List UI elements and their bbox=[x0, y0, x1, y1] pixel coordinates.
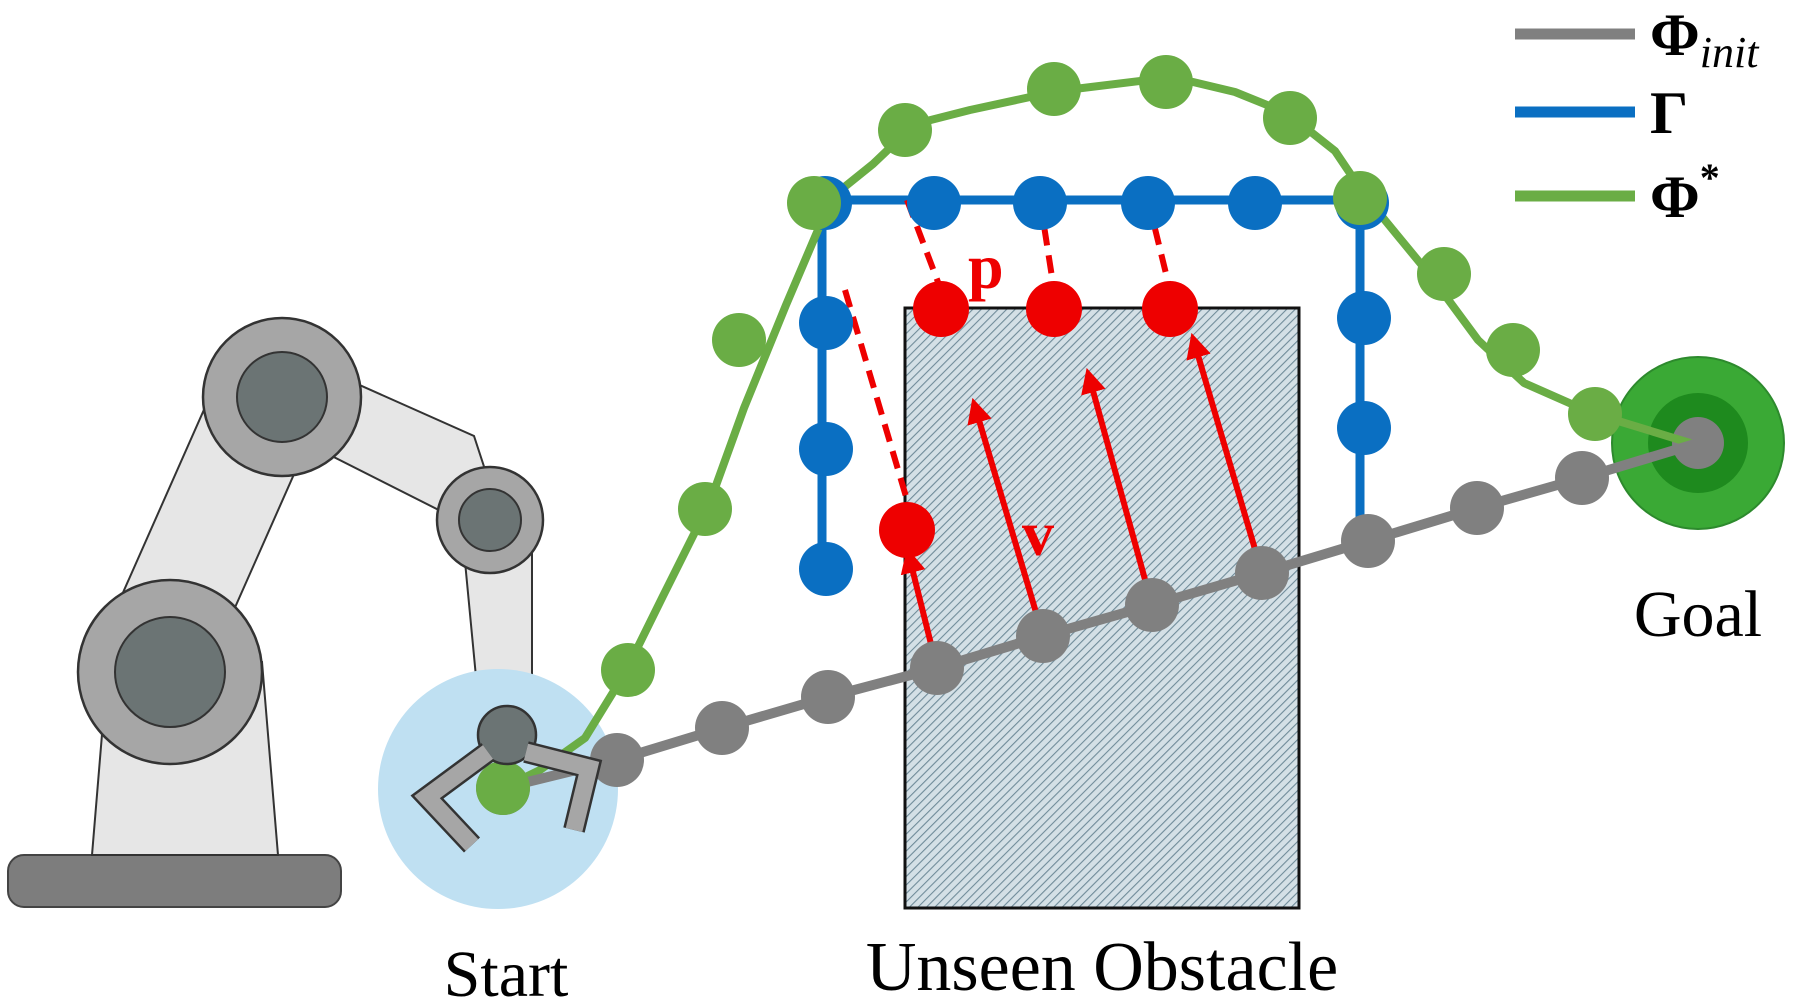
detour-waypoint-6 bbox=[799, 296, 853, 350]
projection-dashed-0 bbox=[842, 289, 910, 501]
optimized-waypoint-11 bbox=[1486, 323, 1540, 377]
legend-superscript-opt: * bbox=[1700, 155, 1720, 200]
gripper-finger-left-fill bbox=[414, 745, 494, 851]
detour-waypoint-4 bbox=[1228, 176, 1282, 230]
detour-waypoint-8 bbox=[799, 542, 853, 596]
legend: Φinit Γ Φ* bbox=[1515, 2, 1760, 230]
optimized-waypoint-8 bbox=[1263, 91, 1317, 145]
robot-joint-base-core bbox=[114, 616, 226, 728]
initial-waypoint-6 bbox=[1125, 578, 1179, 632]
initial-waypoint-10 bbox=[1555, 451, 1609, 505]
initial-waypoint-2 bbox=[695, 701, 749, 755]
initial-waypoint-8 bbox=[1341, 514, 1395, 568]
optimized-waypoint-10 bbox=[1417, 247, 1471, 301]
legend-subscript-init: init bbox=[1700, 28, 1760, 77]
gripper-icon bbox=[410, 704, 603, 853]
initial-waypoint-7 bbox=[1235, 546, 1289, 600]
obstacle-block bbox=[903, 306, 1301, 910]
gripper-hub bbox=[476, 704, 538, 766]
robot-joint-shoulder-core bbox=[236, 351, 328, 443]
optimized-waypoint-3 bbox=[712, 313, 766, 367]
detour-waypoint-2 bbox=[1013, 176, 1067, 230]
projected-point-2 bbox=[1026, 281, 1082, 337]
optimized-waypoint-7 bbox=[1139, 55, 1193, 109]
projection-arrow-2 bbox=[1081, 367, 1155, 606]
optimized-waypoint-9 bbox=[1333, 171, 1387, 225]
projection-arrow-3 bbox=[1186, 332, 1265, 574]
optimized-waypoint-2 bbox=[678, 482, 732, 536]
optimized-waypoint-5 bbox=[878, 103, 932, 157]
optimized-waypoint-0 bbox=[476, 761, 530, 815]
optimized-waypoint-4 bbox=[787, 176, 841, 230]
path-waypoints bbox=[476, 55, 1622, 815]
optimized-waypoint-6 bbox=[1027, 62, 1081, 116]
detour-waypoint-9 bbox=[1337, 291, 1391, 345]
initial-waypoint-5 bbox=[1016, 609, 1070, 663]
label-obstacle: Unseen Obstacle bbox=[866, 929, 1338, 1004]
gripper-finger-right-fill bbox=[523, 743, 600, 832]
detour-waypoint-10 bbox=[1337, 401, 1391, 455]
label-v: v bbox=[1022, 498, 1054, 569]
legend-symbol-opt: Φ bbox=[1650, 164, 1700, 230]
optimized-waypoint-12 bbox=[1568, 387, 1622, 441]
legend-label-opt: Φ* bbox=[1650, 155, 1720, 230]
projected-point-1 bbox=[913, 281, 969, 337]
legend-label-init: Φinit bbox=[1650, 2, 1760, 77]
initial-waypoint-1 bbox=[590, 733, 644, 787]
detour-waypoint-3 bbox=[1121, 176, 1175, 230]
legend-label-gamma: Γ bbox=[1650, 80, 1688, 146]
legend-symbol-init: Φ bbox=[1650, 2, 1700, 68]
initial-waypoint-9 bbox=[1450, 481, 1504, 535]
initial-waypoint-4 bbox=[910, 641, 964, 695]
initial-waypoint-3 bbox=[801, 670, 855, 724]
optimized-waypoint-1 bbox=[601, 643, 655, 697]
detour-path-line bbox=[817, 195, 1365, 591]
robot-joint-elbow-core bbox=[458, 488, 522, 552]
label-goal: Goal bbox=[1634, 578, 1762, 651]
detour-waypoint-1 bbox=[907, 176, 961, 230]
legend-symbol-gamma: Γ bbox=[1650, 80, 1688, 146]
label-p: p bbox=[968, 231, 1004, 302]
robot-base bbox=[7, 854, 342, 908]
projection-arrow-1 bbox=[967, 397, 1046, 637]
label-start: Start bbox=[444, 938, 569, 1004]
detour-waypoint-7 bbox=[799, 422, 853, 476]
projected-point-3 bbox=[1142, 281, 1198, 337]
projected-point-0 bbox=[879, 502, 935, 558]
